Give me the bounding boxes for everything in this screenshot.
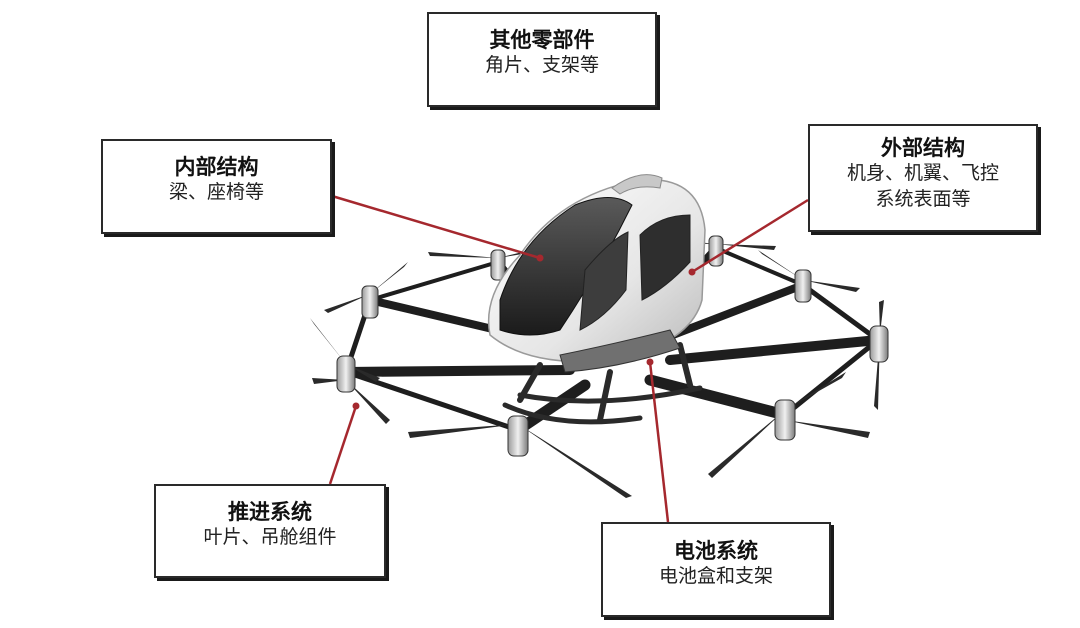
arm-front-left (341, 365, 575, 377)
label-title: 内部结构 (174, 155, 259, 179)
canopy (499, 197, 633, 336)
ring-back-left (368, 260, 500, 302)
arm-front-right (665, 335, 883, 365)
cockpit-window (579, 231, 629, 331)
leader-line-tips (352, 254, 696, 410)
blade (785, 420, 870, 438)
label-description: 叶片、吊舱组件 (203, 526, 337, 549)
motor-pod (774, 399, 796, 441)
label-title: 电池系统 (674, 539, 758, 563)
label-box-inner-structure: 内部结构 梁、座椅等 (101, 139, 332, 234)
arm-lower-right (644, 374, 791, 421)
ring-left (343, 369, 521, 433)
leader-line-outer (691, 198, 809, 274)
battery-pack (559, 329, 681, 373)
label-box-battery: 电池系统 电池盒和支架 (601, 522, 831, 617)
ring-right (782, 337, 881, 418)
motor-pod (336, 355, 356, 393)
label-box-propulsion: 推进系统 叶片、吊舱组件 (154, 484, 386, 578)
motor-pod (490, 249, 506, 281)
rotor-hub-top (611, 174, 663, 195)
ring-side-right (800, 282, 881, 343)
ring-back-right (714, 246, 805, 287)
blade (324, 294, 370, 313)
arm-right (656, 281, 807, 344)
blade (758, 250, 803, 280)
leader-lines (328, 194, 809, 523)
blade (346, 380, 390, 424)
label-description: 电池盒和支架 (658, 565, 773, 588)
motor-pod (507, 415, 529, 457)
landing-gear (502, 342, 703, 425)
label-title: 其他零部件 (489, 28, 595, 52)
label-description-line-2: 系统表面等 (875, 187, 971, 210)
blade (370, 262, 408, 294)
blade (428, 252, 498, 258)
propeller-blades (310, 238, 884, 498)
side-window (639, 214, 691, 301)
blade (518, 424, 632, 498)
blade (310, 318, 346, 364)
fuselage (487, 174, 706, 373)
motor-pod (361, 285, 379, 319)
blade (408, 424, 518, 438)
arm-lower-left (512, 379, 591, 436)
leader-line-inner (331, 194, 541, 260)
label-description: 角片、支架等 (484, 54, 599, 77)
blade (716, 244, 776, 250)
blade (708, 410, 785, 478)
motor-pod (794, 269, 812, 303)
label-box-other-parts: 其他零部件 角片、支架等 (427, 12, 657, 107)
label-description-line-1: 机身、机翼、飞控 (846, 162, 999, 185)
label-title: 推进系统 (228, 500, 312, 524)
blade (785, 372, 846, 410)
label-title: 外部结构 (881, 136, 965, 160)
label-description: 梁、座椅等 (168, 181, 264, 204)
leader-line-battery (648, 361, 670, 523)
label-box-outer-structure: 外部结构 机身、机翼、飞控 系统表面等 (808, 124, 1038, 232)
blade (803, 280, 860, 292)
leader-line-propulsion (328, 405, 358, 485)
motor-pod (869, 325, 889, 363)
